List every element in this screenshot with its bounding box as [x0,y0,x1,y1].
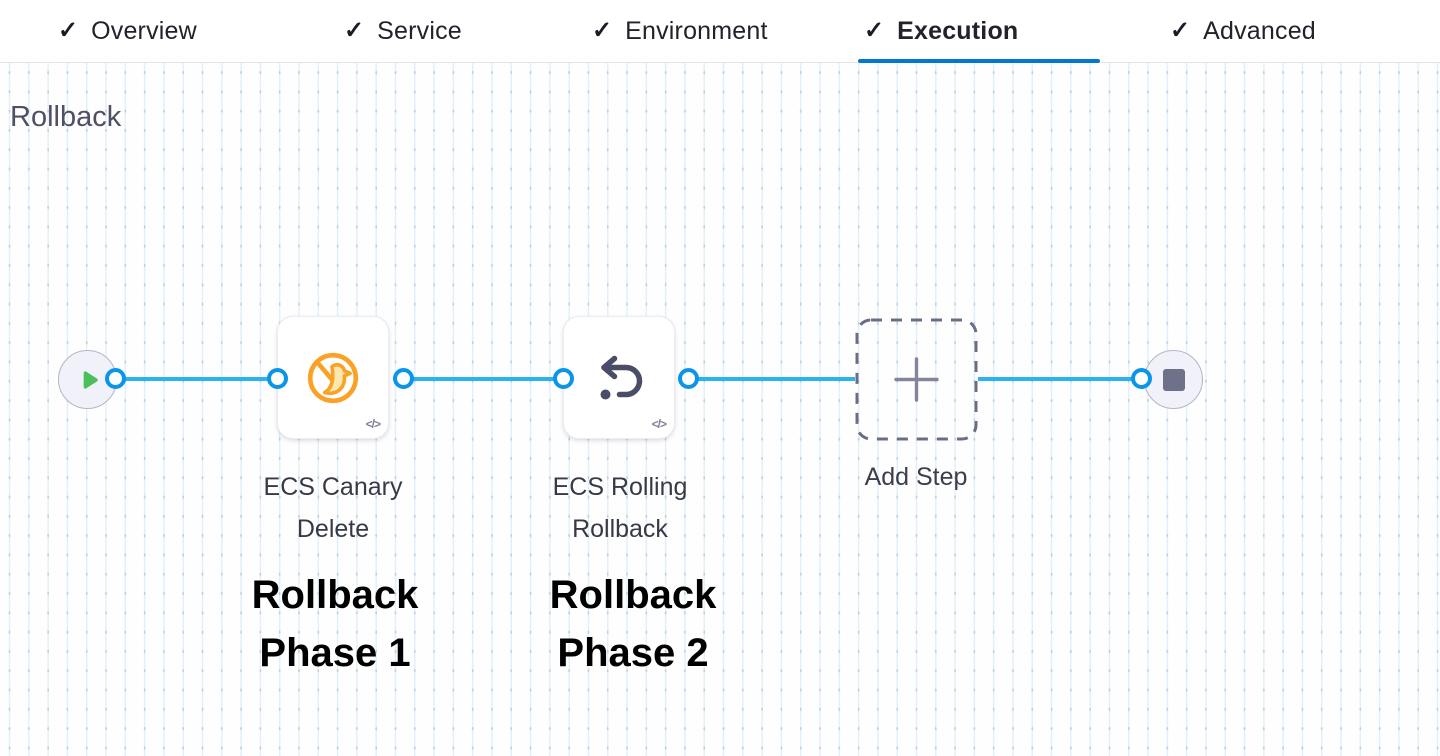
step-name-label: ECS Canary Delete [263,473,403,543]
tab-execution[interactable]: ✓ Execution [864,0,1018,62]
flow-line [403,377,563,381]
add-step-label: Add Step [864,463,968,491]
dashed-border [855,318,978,441]
rollback-icon [600,355,643,399]
connector-port[interactable] [266,368,288,389]
check-icon: ✓ [344,17,365,44]
connector-port[interactable] [1130,368,1152,389]
flow-line [978,377,1141,381]
connector-port[interactable] [677,368,699,389]
tab-label: Environment [625,16,768,45]
play-icon [83,370,98,389]
tab-advanced[interactable]: ✓ Advanced [1170,0,1316,62]
connector-port[interactable] [392,368,414,389]
step-ecs-canary-delete[interactable]: </> [277,316,389,439]
view-yaml-icon[interactable]: </> [651,417,667,431]
flow-line [688,377,855,381]
annotation-rollback-phase-2: Rollback Phase 2 [549,573,717,675]
connector-port[interactable] [552,368,574,389]
check-icon: ✓ [592,17,613,44]
check-icon: ✓ [864,17,885,44]
stop-icon [1162,368,1185,391]
view-yaml-icon[interactable]: </> [365,417,381,431]
tab-environment[interactable]: ✓ Environment [592,0,768,62]
tab-label: Execution [897,16,1019,45]
step-ecs-rolling-rollback[interactable]: </> [563,316,675,439]
add-step-button[interactable] [855,318,978,441]
tab-overview[interactable]: ✓ Overview [58,0,197,62]
flow-line [115,377,277,381]
annotation-rollback-phase-1: Rollback Phase 1 [251,573,419,675]
tab-label: Advanced [1203,16,1316,45]
tab-label: Service [377,16,462,45]
tab-label: Overview [91,16,197,45]
canary-icon [307,352,359,403]
stage-config-tabbar: ✓ Overview ✓ Service ✓ Environment ✓ Exe… [0,0,1440,63]
connector-port[interactable] [104,368,126,389]
active-tab-underline [858,59,1100,63]
check-icon: ✓ [1170,17,1191,44]
check-icon: ✓ [58,17,79,44]
step-name-label: ECS Rolling Rollback [552,473,688,543]
plus-icon [894,357,939,402]
tab-service[interactable]: ✓ Service [344,0,462,62]
pipeline-end-node[interactable] [1144,350,1203,409]
pipeline-canvas[interactable]: Rollback </> </> [0,63,1440,756]
section-heading: Rollback [10,101,122,133]
